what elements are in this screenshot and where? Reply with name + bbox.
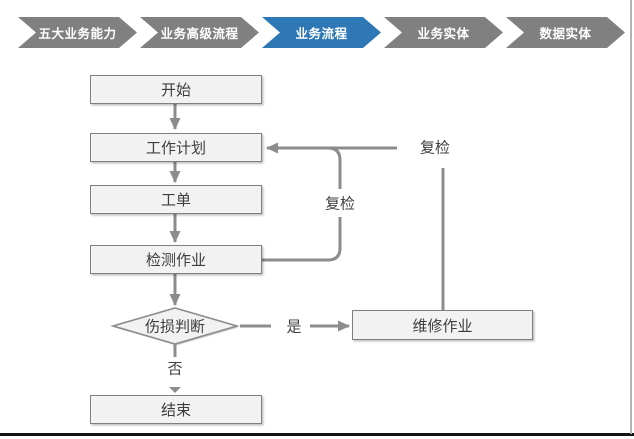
tab-business-process[interactable]: 业务流程: [262, 17, 381, 48]
edge-label-recheck-inner: 复检: [324, 195, 356, 213]
page-bottom-border: [0, 433, 634, 436]
node-label: 结束: [160, 402, 191, 419]
flow-node-start: 开始: [90, 75, 262, 104]
tab-label: 业务高级流程: [160, 27, 239, 41]
tab-business-highlevel-process[interactable]: 业务高级流程: [140, 17, 259, 48]
flow-node-repair: 维修作业: [352, 310, 533, 340]
flow-node-inspection: 检测作业: [90, 245, 262, 274]
tab-label: 业务流程: [295, 27, 348, 41]
page-right-border: [630, 0, 632, 434]
tab-label: 数据实体: [539, 27, 592, 41]
tab-data-entity[interactable]: 数据实体: [506, 17, 625, 48]
tab-label: 业务实体: [417, 27, 470, 41]
node-label: 工作计划: [145, 140, 206, 157]
edge-label-yes: 是: [286, 318, 302, 336]
node-label: 工单: [160, 192, 191, 209]
tab-business-entity[interactable]: 业务实体: [384, 17, 503, 48]
flow-node-work-plan: 工作计划: [90, 133, 262, 162]
tab-five-business-capabilities[interactable]: 五大业务能力: [18, 17, 137, 48]
edge-label-no: 否: [167, 360, 183, 378]
flow-node-end: 结束: [90, 395, 262, 424]
node-label: 检测作业: [145, 252, 206, 269]
node-label: 维修作业: [412, 317, 473, 335]
flow-node-work-order: 工单: [90, 185, 262, 214]
edge-label-recheck-outer: 复检: [419, 139, 451, 157]
tab-label: 五大业务能力: [38, 27, 117, 41]
flow-node-damage-judgment: 伤损判断: [144, 318, 206, 336]
node-label: 开始: [160, 82, 191, 99]
breadcrumb-tabs: 五大业务能力 业务高级流程 业务流程 业务实体 数据实体: [18, 17, 625, 48]
